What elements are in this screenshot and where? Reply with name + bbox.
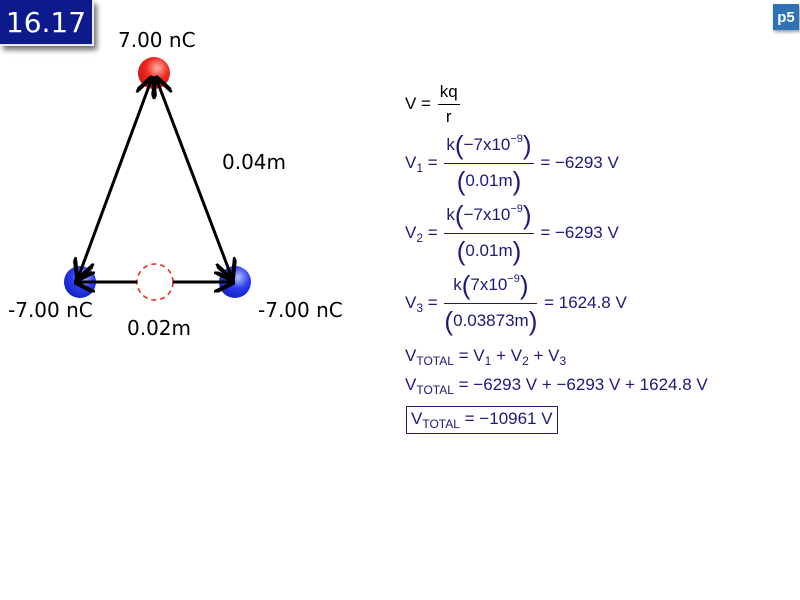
arrow-top-right bbox=[156, 78, 232, 278]
midpoint-marker bbox=[136, 263, 174, 301]
equation-v3: V3 = k(7x10−9)(0.03873m) = 1624.8 V bbox=[405, 270, 627, 336]
page-badge: p5 bbox=[773, 4, 799, 30]
equation-final-result: VTOTAL = −10961 V bbox=[406, 406, 558, 434]
arrow-top-left bbox=[78, 78, 152, 278]
top-charge-label: 7.00 nC bbox=[118, 28, 196, 52]
left-charge-label: -7.00 nC bbox=[8, 298, 93, 322]
equation-v1: V1 = k(−7x10−9)(0.01m) = −6293 V bbox=[405, 130, 619, 196]
positive-charge-top bbox=[138, 57, 170, 89]
slide-number: 16.17 bbox=[0, 0, 94, 46]
equation-substituted: VTOTAL = −6293 V + −6293 V + 1624.8 V bbox=[405, 375, 708, 397]
charge-triangle-diagram bbox=[64, 57, 251, 301]
right-charge-label: -7.00 nC bbox=[258, 298, 343, 322]
equation-sum: VTOTAL = V1 + V2 + V3 bbox=[405, 346, 567, 368]
side-distance-label: 0.04m bbox=[222, 150, 287, 174]
equation-v2: V2 = k(−7x10−9)(0.01m) = −6293 V bbox=[405, 200, 619, 266]
base-distance-label: 0.02m bbox=[127, 316, 192, 340]
